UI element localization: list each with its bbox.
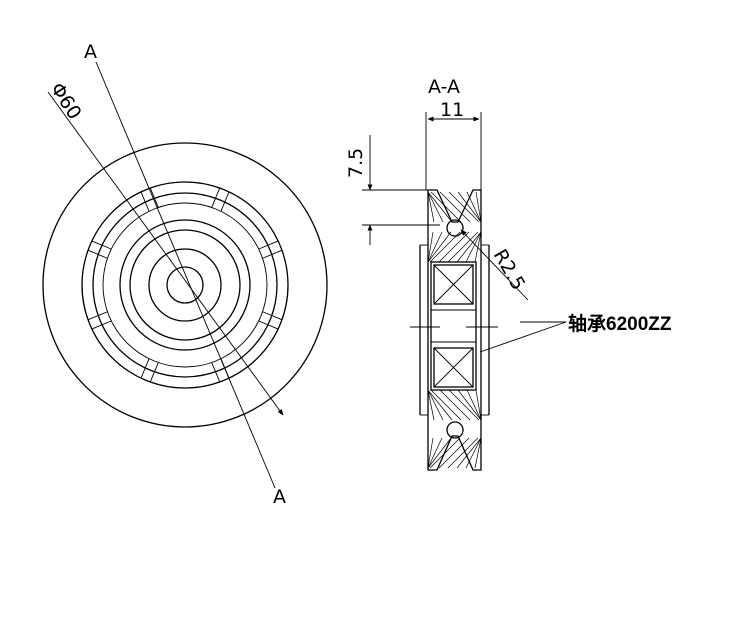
rib-line	[211, 187, 221, 208]
hub-outer-circle	[119, 219, 251, 351]
rib-line	[211, 362, 221, 383]
depth-dim-text: 7.5	[345, 148, 367, 178]
rib-line	[140, 191, 150, 212]
bearing-upper-ball-box	[433, 264, 474, 305]
hatch-line	[438, 231, 470, 263]
groove-circle	[81, 181, 289, 389]
rib-line	[149, 187, 159, 208]
hatch-line	[430, 191, 462, 223]
web-outer-circle	[92, 192, 278, 378]
bore-circle	[166, 266, 204, 304]
web-inner-circle	[102, 202, 268, 368]
rib-line	[87, 249, 108, 259]
rib-line	[91, 320, 112, 330]
hatch-line	[466, 389, 482, 421]
rib-line	[262, 311, 283, 321]
hatch-line	[427, 191, 444, 223]
hatch-line	[427, 437, 452, 469]
hatching	[427, 191, 482, 469]
hatch-line	[427, 389, 444, 421]
groove-bottom-circle	[446, 421, 464, 439]
section-title: A-A	[428, 76, 460, 98]
radius-dim-text: R2.5	[489, 246, 530, 295]
diameter-leader	[47, 91, 284, 416]
hatch-line	[438, 437, 470, 469]
hatch-line	[448, 389, 480, 421]
hatch-line	[474, 437, 482, 469]
hatch-line	[427, 191, 453, 223]
hatch-line	[474, 231, 482, 263]
rib-line	[258, 240, 279, 250]
radius-leader	[460, 229, 529, 301]
hatch-line	[456, 437, 482, 469]
bearing-outer-circle	[129, 229, 241, 341]
bearing-upper-x2	[433, 264, 474, 305]
rib-line	[87, 311, 108, 321]
front-view: A A Φ60	[42, 41, 328, 508]
hatch-line	[427, 191, 435, 223]
outer-rim-circle	[42, 142, 328, 428]
hatch-line	[439, 191, 471, 223]
hatch-line	[427, 437, 434, 469]
hatch-line	[429, 231, 461, 263]
hatch-line	[427, 231, 443, 263]
width-dim-text: 11	[440, 99, 464, 121]
hatch-line	[465, 437, 482, 469]
hatch-line	[475, 191, 482, 223]
hatch-line	[465, 231, 482, 263]
hatch-line	[457, 389, 482, 421]
hatch-line	[448, 191, 480, 223]
hatch-line	[430, 389, 462, 421]
section-letter-bottom: A	[273, 486, 286, 508]
bearing-outline	[430, 261, 477, 391]
bearing-lower-x2	[433, 347, 474, 388]
bearing-lower-ball-box	[433, 347, 474, 388]
rib-line	[91, 240, 112, 250]
radial-ribs	[87, 187, 283, 383]
bearing-inner-circle	[148, 248, 222, 322]
rib-line	[149, 362, 159, 383]
bearing-label: 轴承6200ZZ	[568, 312, 672, 335]
bearing-leader	[479, 321, 567, 353]
hatch-line	[429, 437, 461, 469]
rib-line	[258, 320, 279, 330]
pulley-section-outline	[427, 189, 482, 471]
hatch-line	[427, 231, 434, 263]
section-view: A-A 11 7.5	[345, 76, 672, 471]
hatch-line	[439, 389, 471, 421]
rib-line	[140, 358, 150, 379]
hatch-line	[427, 231, 452, 263]
hatch-line	[427, 389, 435, 421]
diameter-label: Φ60	[46, 79, 86, 124]
hatch-line	[447, 231, 479, 263]
hatch-line	[447, 437, 479, 469]
hatch-line	[427, 389, 453, 421]
section-letter-top: A	[84, 41, 97, 63]
hatch-line	[456, 231, 482, 263]
groove-top-circle	[446, 219, 464, 237]
section-line	[95, 61, 276, 489]
rib-line	[220, 191, 230, 212]
hatch-line	[427, 437, 443, 469]
hatch-line	[475, 389, 482, 421]
rib-line	[262, 249, 283, 259]
hatch-line	[457, 191, 482, 223]
hatch-line	[466, 191, 482, 223]
